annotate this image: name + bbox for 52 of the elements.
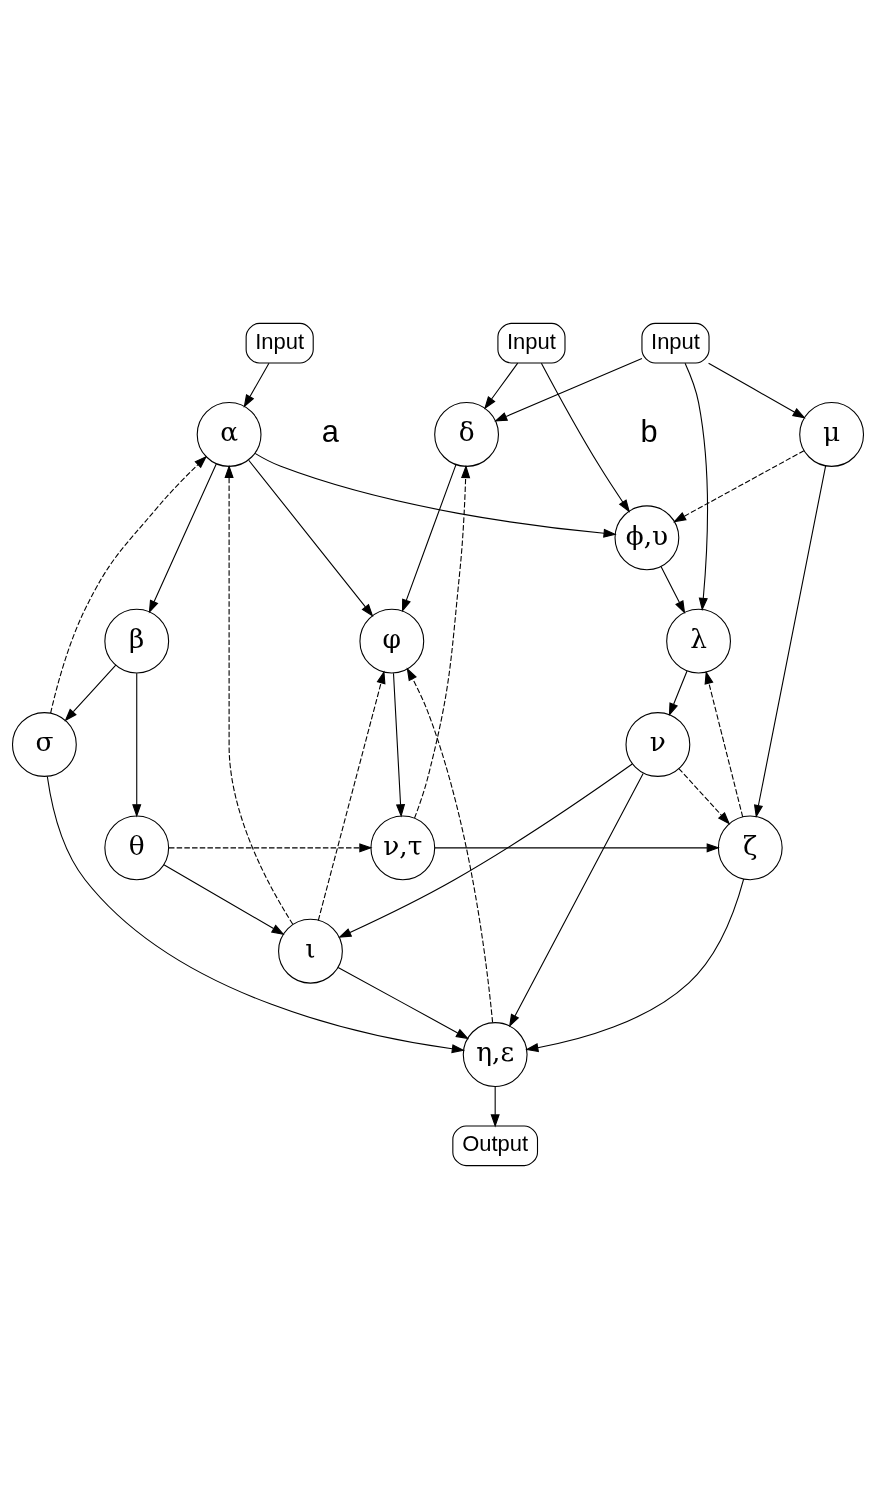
arrow [224,464,294,925]
label: b [640,413,658,449]
arrow [401,463,457,612]
arrow [337,966,470,1039]
node-circle: β [104,608,170,674]
arrow [248,459,374,617]
arrow [132,672,142,817]
arrow [494,357,643,422]
node-circle: φ [359,608,425,674]
arrow [508,772,644,1027]
arrow [434,842,720,852]
arrow [392,672,406,817]
node-circle: ϕ,υ [614,504,680,570]
node-box: Input [641,322,710,364]
node-circle: δ [434,401,500,467]
arrow [50,455,208,714]
node-circle: σ [11,711,77,777]
node-circle: ι [278,918,343,984]
arrow [46,775,465,1053]
arrow [672,449,805,522]
arrow [254,452,617,538]
node-circle: θ [104,814,170,880]
arrow [660,565,686,614]
arrow [64,664,117,721]
arrow [406,667,494,1023]
arrow [708,362,806,419]
arrow [540,362,631,513]
arrow [338,763,633,938]
label: a [321,413,339,449]
arrow [525,878,745,1052]
node-box: Input [497,322,566,364]
node-circle: ζ [717,814,783,880]
node-box: Input [245,322,314,364]
arrow [414,464,471,819]
arrow [317,669,386,921]
arrow [678,767,731,825]
node-circle: ν [625,711,691,777]
node-circle: ν,τ [370,814,436,880]
node-box: Output [452,1124,539,1166]
arrow [490,1085,500,1128]
node-circle: η,ε [462,1021,528,1087]
arrow [484,362,519,409]
arrow [704,670,744,817]
arrow [684,362,708,611]
node-circle: μ [799,401,865,467]
arrow [148,462,217,613]
arrow [168,842,373,852]
arrow [243,362,270,408]
node-circle: λ [666,608,731,674]
arrow [668,669,688,716]
arrow [753,464,827,818]
arrow [163,863,285,935]
